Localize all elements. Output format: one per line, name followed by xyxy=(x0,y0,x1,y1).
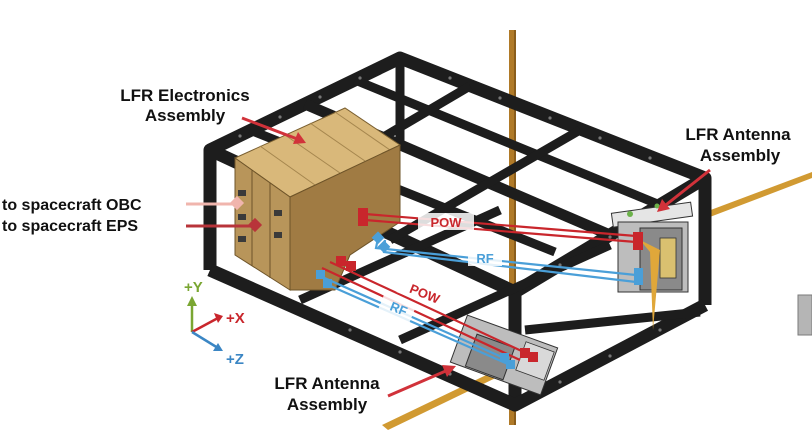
pow-cables xyxy=(321,212,637,361)
edge-object xyxy=(797,294,812,336)
axis-x-label: +X xyxy=(226,310,245,327)
right-boom xyxy=(700,172,812,220)
electronics-box xyxy=(234,107,402,291)
pow-connectors xyxy=(336,208,643,362)
electronics-label-line1: LFR Electronics xyxy=(120,86,249,105)
obc-label: to spacecraft OBC xyxy=(2,197,142,214)
rf-connectors xyxy=(316,231,643,369)
eps-label: to spacecraft EPS xyxy=(2,218,138,235)
antenna-right-label-line1: LFR Antenna xyxy=(685,125,791,144)
antenna-bottom-label-line2: Assembly xyxy=(287,395,368,414)
antenna-right-label-line2: Assembly xyxy=(700,146,781,165)
rf-label-upper: RF xyxy=(476,251,493,266)
frame-bolts xyxy=(238,76,662,384)
axis-z-label: +Z xyxy=(226,351,244,368)
axes-indicator xyxy=(187,296,223,351)
rf-label-lower: RF xyxy=(388,299,410,319)
electronics-label-line2: Assembly xyxy=(145,106,226,125)
pow-label-upper: POW xyxy=(430,215,462,230)
antenna-bottom-label-line1: LFR Antenna xyxy=(274,374,380,393)
axis-y-label: +Y xyxy=(184,279,203,296)
callout-arrows xyxy=(186,116,711,398)
vertical-boom xyxy=(509,30,515,425)
